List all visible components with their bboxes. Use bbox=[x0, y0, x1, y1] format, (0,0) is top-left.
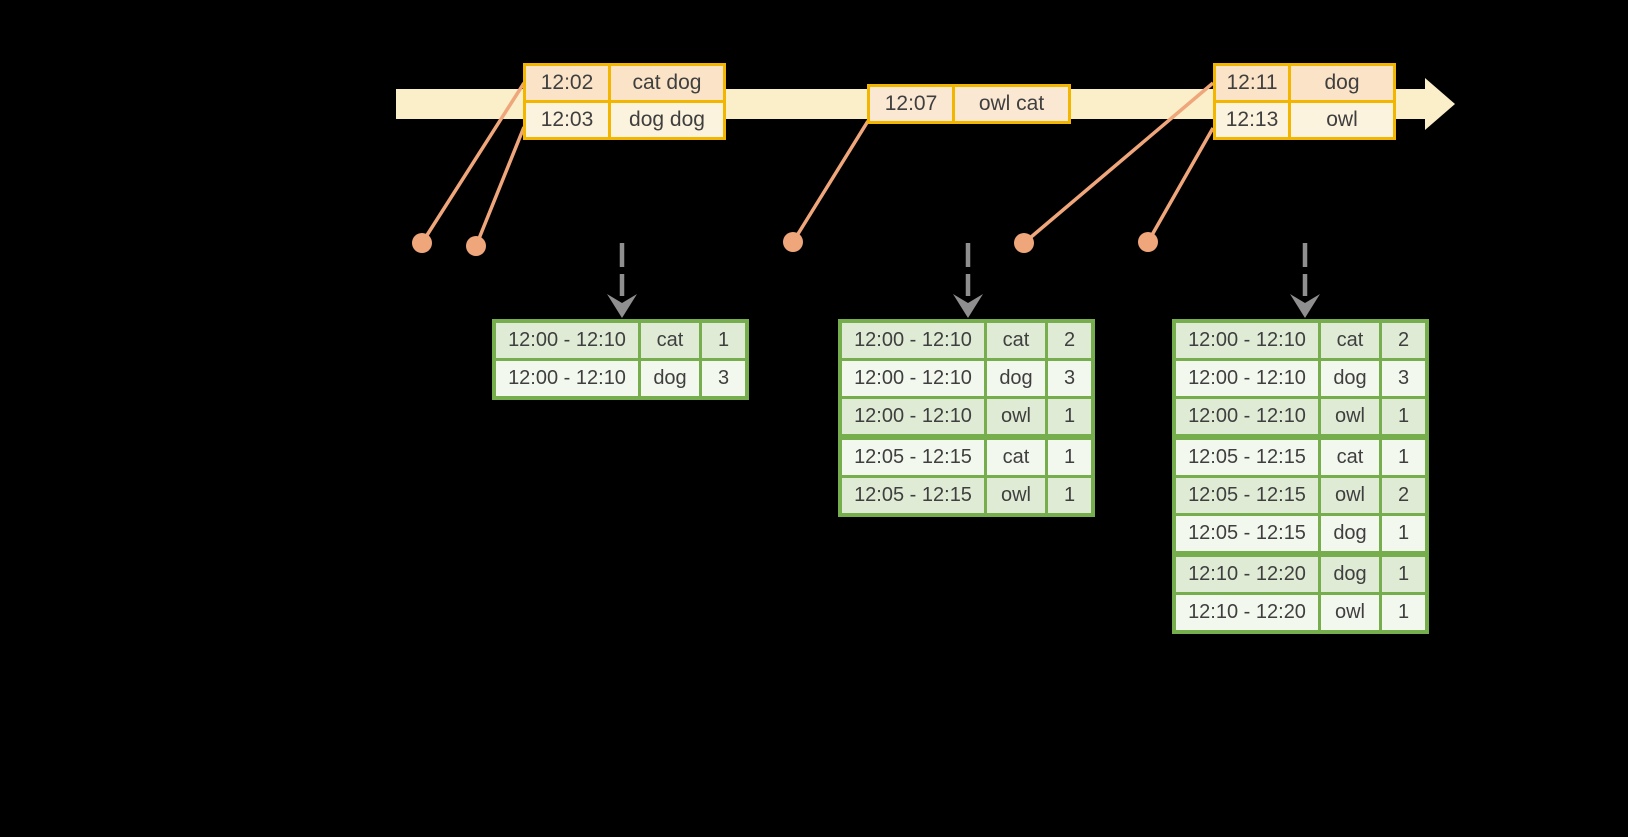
trigger-arrowhead-icon bbox=[953, 294, 983, 318]
word-cell: dog bbox=[1321, 557, 1379, 592]
event-row: 12:03 dog dog bbox=[526, 103, 723, 137]
window-cell: 12:00 - 12:10 bbox=[842, 399, 984, 434]
event-row: 12:11 dog bbox=[1216, 66, 1393, 100]
window-cell: 12:00 - 12:10 bbox=[496, 361, 638, 396]
data-point-dot bbox=[466, 236, 486, 256]
table-row: 12:10 - 12:20 owl 1 bbox=[1176, 595, 1425, 630]
event-time-cell: 12:13 bbox=[1216, 103, 1288, 137]
window-cell: 12:00 - 12:10 bbox=[1176, 323, 1318, 358]
count-cell: 1 bbox=[1382, 440, 1425, 475]
event-row: 12:02 cat dog bbox=[526, 66, 723, 100]
count-cell: 1 bbox=[702, 323, 745, 358]
window-cell: 12:00 - 12:10 bbox=[842, 323, 984, 358]
word-cell: owl bbox=[1321, 399, 1379, 434]
data-point-dot bbox=[783, 232, 803, 252]
table-row: 12:00 - 12:10 owl 1 bbox=[842, 399, 1091, 434]
window-cell: 12:05 - 12:15 bbox=[1176, 478, 1318, 513]
count-cell: 1 bbox=[1382, 399, 1425, 434]
table-row: 12:00 - 12:10 cat 1 bbox=[496, 323, 745, 358]
result-table-2: 12:00 - 12:10 cat 2 12:00 - 12:10 dog 3 … bbox=[838, 319, 1095, 517]
event-leader-line bbox=[1022, 81, 1215, 245]
word-cell: dog bbox=[1321, 361, 1379, 396]
word-cell: owl bbox=[1321, 595, 1379, 630]
event-box-1: 12:02 cat dog 12:03 dog dog bbox=[523, 63, 726, 140]
timeline-arrowhead-icon bbox=[1425, 78, 1455, 130]
table-row: 12:00 - 12:10 cat 2 bbox=[1176, 323, 1425, 358]
window-cell: 12:05 - 12:15 bbox=[842, 440, 984, 475]
count-cell: 2 bbox=[1048, 323, 1091, 358]
count-cell: 1 bbox=[1048, 440, 1091, 475]
window-cell: 12:00 - 12:10 bbox=[1176, 399, 1318, 434]
event-time-cell: 12:11 bbox=[1216, 66, 1288, 100]
table-row: 12:00 - 12:10 dog 3 bbox=[842, 361, 1091, 396]
word-cell: cat bbox=[641, 323, 699, 358]
table-row: 12:00 - 12:10 dog 3 bbox=[496, 361, 745, 396]
event-words-cell: cat dog bbox=[611, 66, 723, 100]
event-leader-line bbox=[791, 120, 870, 243]
event-words-cell: dog dog bbox=[611, 103, 723, 137]
table-row: 12:00 - 12:10 dog 3 bbox=[1176, 361, 1425, 396]
word-cell: dog bbox=[987, 361, 1045, 396]
event-box-3: 12:11 dog 12:13 owl bbox=[1213, 63, 1396, 140]
count-cell: 3 bbox=[702, 361, 745, 396]
word-cell: owl bbox=[987, 478, 1045, 513]
count-cell: 3 bbox=[1382, 361, 1425, 396]
count-cell: 1 bbox=[1382, 516, 1425, 551]
count-cell: 2 bbox=[1382, 323, 1425, 358]
window-cell: 12:05 - 12:15 bbox=[842, 478, 984, 513]
count-cell: 1 bbox=[1048, 478, 1091, 513]
window-cell: 12:10 - 12:20 bbox=[1176, 595, 1318, 630]
table-row: 12:05 - 12:15 cat 1 bbox=[842, 440, 1091, 475]
table-row: 12:05 - 12:15 dog 1 bbox=[1176, 516, 1425, 551]
window-cell: 12:05 - 12:15 bbox=[1176, 516, 1318, 551]
event-box-2: 12:07 owl cat bbox=[867, 84, 1071, 124]
window-cell: 12:00 - 12:10 bbox=[1176, 361, 1318, 396]
window-cell: 12:05 - 12:15 bbox=[1176, 440, 1318, 475]
window-cell: 12:00 - 12:10 bbox=[842, 361, 984, 396]
event-words-cell: owl bbox=[1291, 103, 1393, 137]
data-point-dot bbox=[1138, 232, 1158, 252]
event-words-cell: owl cat bbox=[955, 87, 1068, 121]
event-leader-line bbox=[1146, 127, 1215, 243]
data-point-dot bbox=[412, 233, 432, 253]
word-cell: owl bbox=[1321, 478, 1379, 513]
count-cell: 1 bbox=[1382, 557, 1425, 592]
event-leader-line bbox=[474, 126, 526, 247]
event-time-cell: 12:07 bbox=[870, 87, 952, 121]
result-table-3: 12:00 - 12:10 cat 2 12:00 - 12:10 dog 3 … bbox=[1172, 319, 1429, 634]
event-time-cell: 12:03 bbox=[526, 103, 608, 137]
data-point-dot bbox=[1014, 233, 1034, 253]
table-row: 12:00 - 12:10 owl 1 bbox=[1176, 399, 1425, 434]
result-table-1: 12:00 - 12:10 cat 1 12:00 - 12:10 dog 3 bbox=[492, 319, 749, 400]
trigger-arrowhead-icon bbox=[1290, 294, 1320, 318]
count-cell: 3 bbox=[1048, 361, 1091, 396]
word-cell: owl bbox=[987, 399, 1045, 434]
word-cell: cat bbox=[987, 440, 1045, 475]
word-cell: cat bbox=[1321, 323, 1379, 358]
table-row: 12:00 - 12:10 cat 2 bbox=[842, 323, 1091, 358]
word-cell: dog bbox=[1321, 516, 1379, 551]
trigger-arrowhead-icon bbox=[607, 294, 637, 318]
event-row: 12:13 owl bbox=[1216, 103, 1393, 137]
table-row: 12:05 - 12:15 owl 1 bbox=[842, 478, 1091, 513]
count-cell: 1 bbox=[1048, 399, 1091, 434]
count-cell: 1 bbox=[1382, 595, 1425, 630]
event-time-cell: 12:02 bbox=[526, 66, 608, 100]
window-cell: 12:10 - 12:20 bbox=[1176, 557, 1318, 592]
event-leader-line bbox=[420, 82, 526, 244]
window-cell: 12:00 - 12:10 bbox=[496, 323, 638, 358]
table-row: 12:10 - 12:20 dog 1 bbox=[1176, 557, 1425, 592]
table-row: 12:05 - 12:15 cat 1 bbox=[1176, 440, 1425, 475]
event-row: 12:07 owl cat bbox=[870, 87, 1068, 121]
table-row: 12:05 - 12:15 owl 2 bbox=[1176, 478, 1425, 513]
word-cell: cat bbox=[1321, 440, 1379, 475]
count-cell: 2 bbox=[1382, 478, 1425, 513]
word-cell: dog bbox=[641, 361, 699, 396]
word-cell: cat bbox=[987, 323, 1045, 358]
event-words-cell: dog bbox=[1291, 66, 1393, 100]
